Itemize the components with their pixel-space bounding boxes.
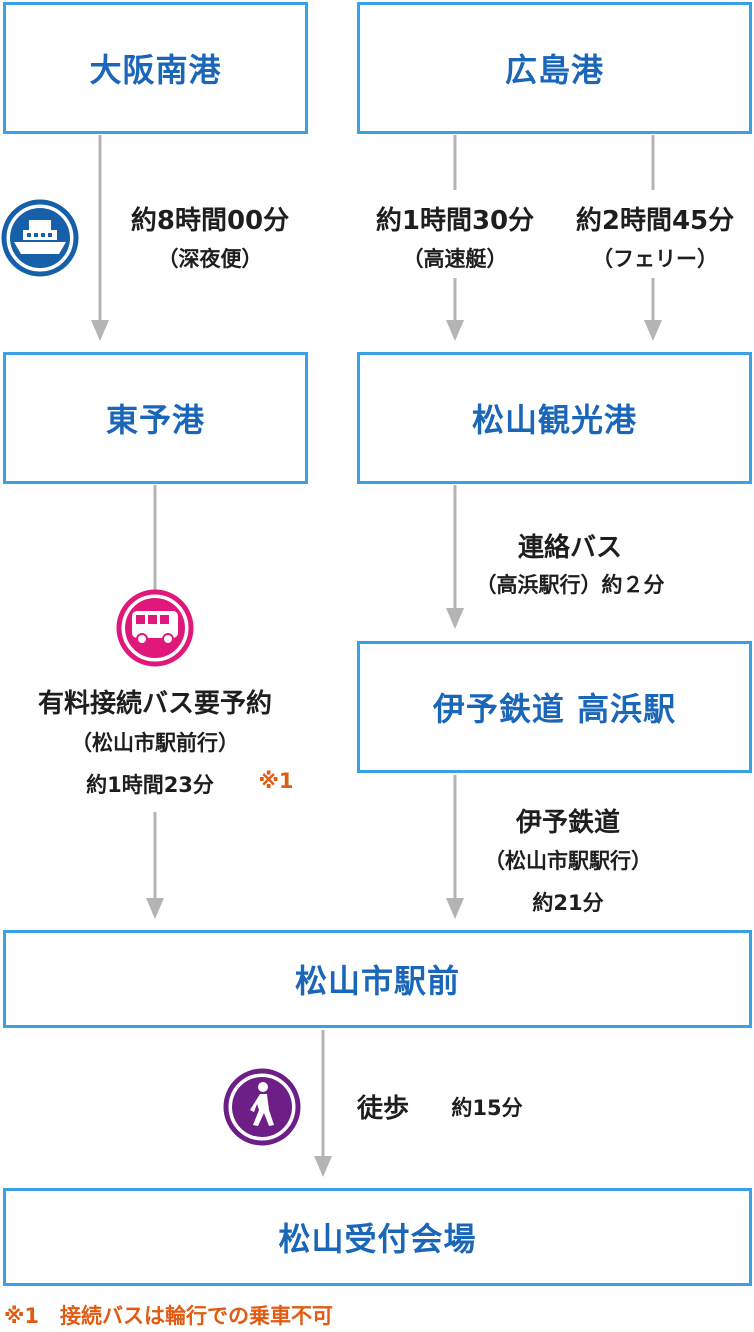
paid-bus-label: 有料接続バス要予約 (37, 689, 272, 719)
node-label: 松山観光港 (471, 401, 637, 439)
hiroshima-fast-time: 約1時間30分 (375, 206, 535, 236)
node-osaka-nanko: 大阪南港 (3, 2, 308, 134)
osaka-route-time: 約8時間00分 (130, 206, 290, 236)
ship-icon (1, 199, 79, 277)
iyo-rail-time: 約21分 (532, 891, 604, 915)
node-hiroshima-port: 広島港 (357, 2, 752, 134)
node-label: 松山受付会場 (278, 1220, 477, 1258)
renraku-bus-label: 連絡バス (517, 533, 622, 563)
bus-icon (116, 589, 194, 667)
walk-time: 約15分 (451, 1096, 523, 1120)
osaka-route-type: （深夜便） (157, 247, 263, 271)
hiroshima-ferry-time: 約2時間45分 (575, 206, 735, 236)
node-label: 広島港 (504, 51, 604, 89)
iyo-rail-destination: （松山市駅駅行） (484, 849, 652, 873)
node-label: 松山市駅前 (294, 962, 460, 1000)
iyo-rail-label: 伊予鉄道 (515, 808, 620, 838)
hiroshima-ferry-type: （フェリー） (592, 247, 718, 271)
node-label: 大阪南港 (89, 51, 222, 89)
node-toyo-port: 東予港 (3, 352, 308, 484)
node-iyo-takahama-station: 伊予鉄道 高浜駅 (357, 641, 752, 773)
node-label: 東予港 (105, 401, 205, 439)
footnote: ※1 接続バスは輪行での乗車不可 (4, 1304, 334, 1328)
paid-bus-note-mark: ※1 (258, 769, 294, 793)
walking-person-icon (223, 1068, 301, 1146)
node-matsuyama-kanko-port: 松山観光港 (357, 352, 752, 484)
node-matsuyama-shi-station: 松山市駅前 (3, 930, 752, 1028)
paid-bus-time: 約1時間23分 (86, 773, 214, 797)
paid-bus-destination: （松山市駅前行） (71, 731, 239, 755)
node-label: 伊予鉄道 高浜駅 (432, 690, 677, 728)
node-matsuyama-venue: 松山受付会場 (3, 1188, 752, 1286)
hiroshima-fast-type: （高速艇） (402, 247, 508, 271)
walk-label: 徒歩 (356, 1094, 409, 1124)
renraku-bus-detail: （高浜駅行）約２分 (475, 573, 665, 597)
